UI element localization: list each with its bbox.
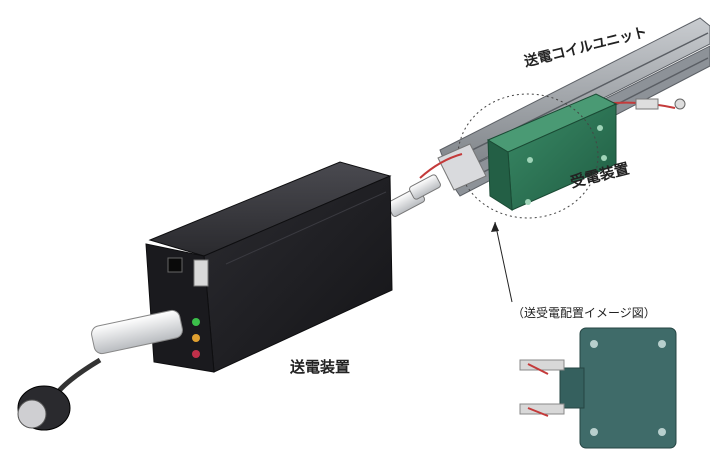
leader-arrow: [491, 221, 513, 303]
receiver-connector: [419, 143, 487, 191]
receiver-device: [486, 93, 618, 211]
power-plug: [17, 309, 183, 431]
layout-diagram-caption: （送受電配置イメージ図）: [512, 306, 656, 320]
transmitter-label: 送電装置: [290, 358, 351, 376]
transmitter-device: [145, 161, 393, 373]
link-cable: [386, 174, 441, 217]
layout-detail-inset: [519, 327, 677, 449]
highlight-circle: [457, 93, 599, 219]
